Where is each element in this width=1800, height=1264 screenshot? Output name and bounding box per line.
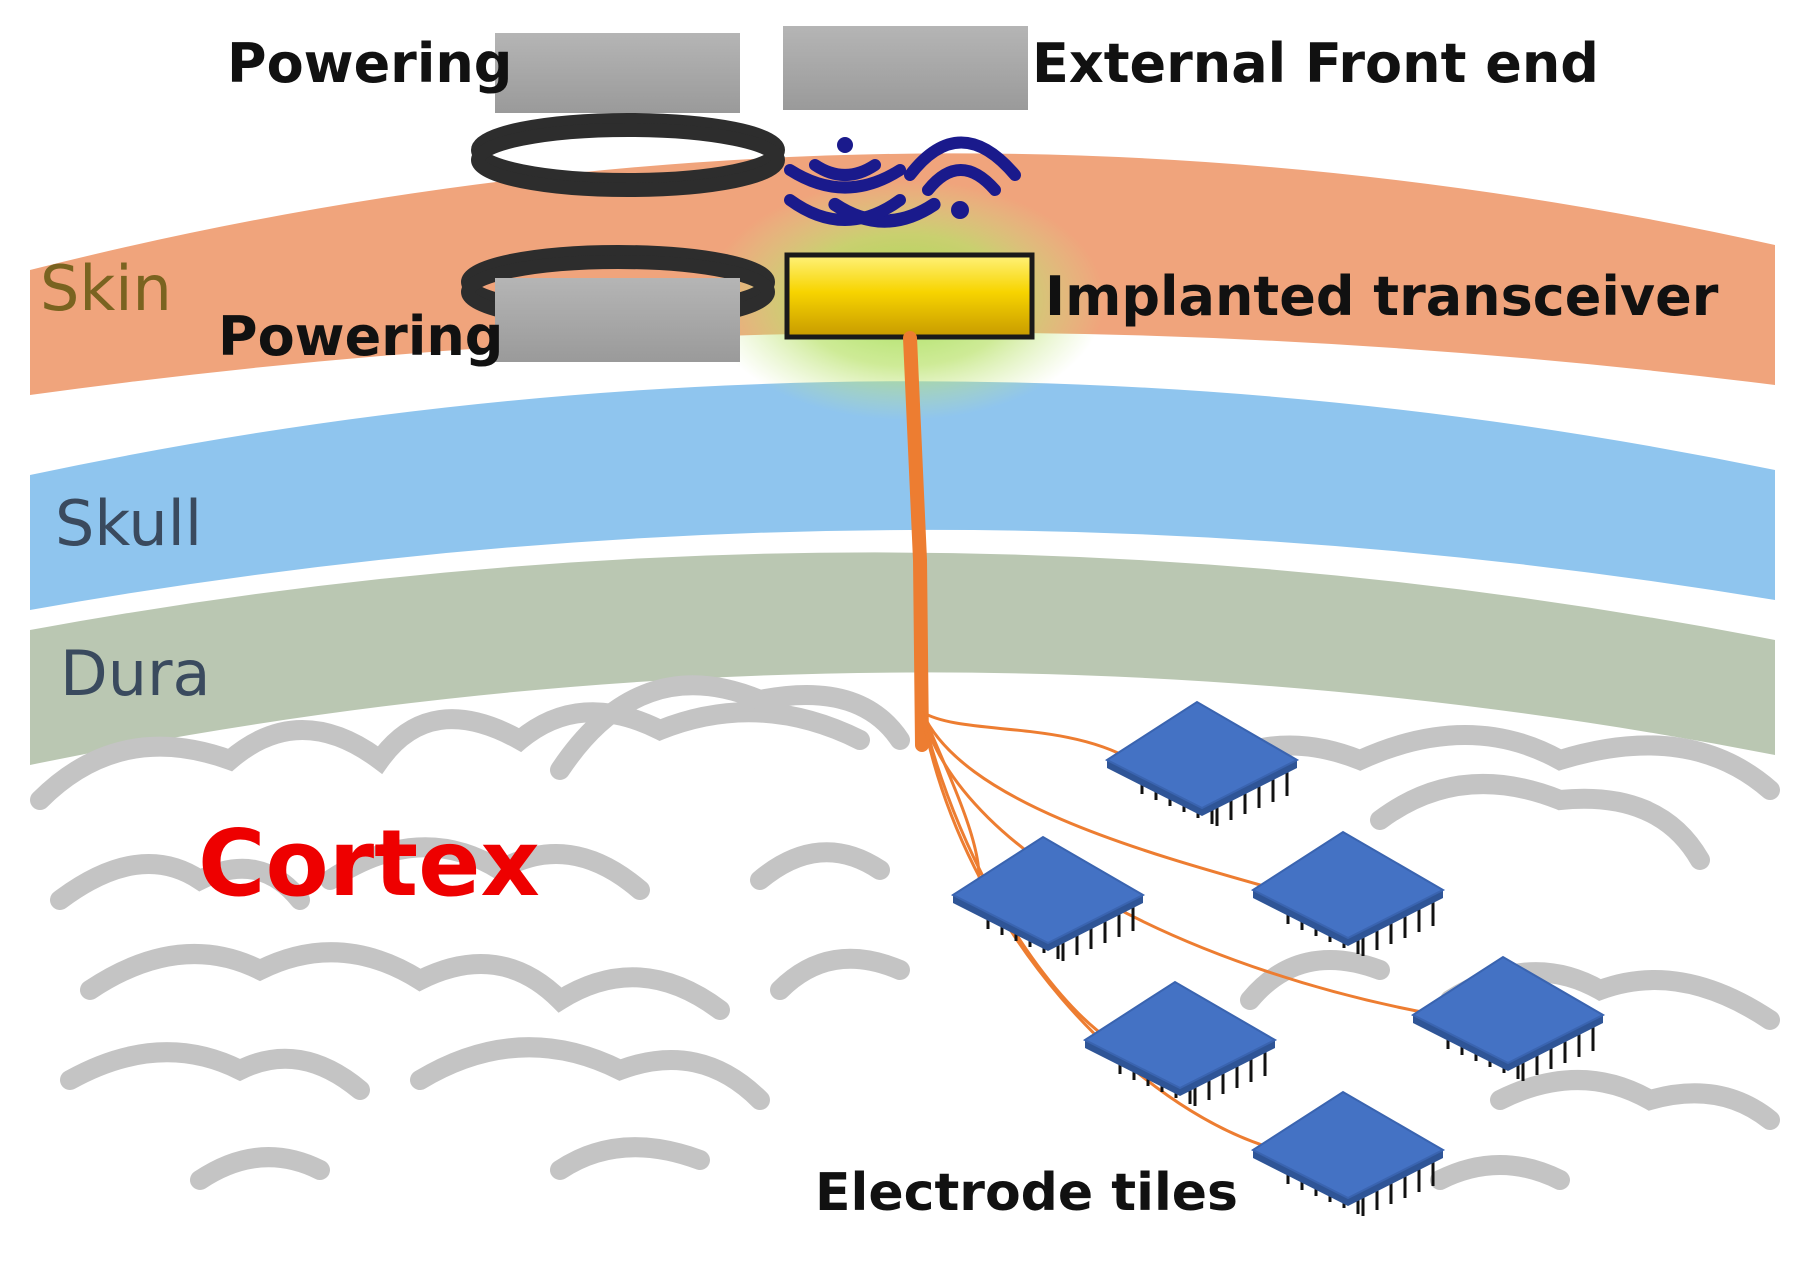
electrode-tile-icon xyxy=(1104,700,1300,826)
brain-outline xyxy=(30,675,1780,1190)
electrode-wire xyxy=(921,710,1133,762)
electrode-tile-icon xyxy=(1250,830,1446,956)
electrode-wire xyxy=(920,711,1279,1152)
skin-label: Skin xyxy=(40,252,172,325)
wifi-dot xyxy=(951,201,969,219)
external-powering-label: Powering xyxy=(227,32,512,95)
implanted-powering-box xyxy=(495,278,740,362)
dura-label: Dura xyxy=(60,637,211,710)
implanted-transceiver-label: Implanted transceiver xyxy=(1045,265,1719,328)
wifi-icon xyxy=(904,136,1021,196)
electrode-tile-icon xyxy=(1082,980,1278,1106)
electrode-tile-icon xyxy=(1410,955,1606,1081)
implanted-powering-label: Powering xyxy=(218,305,503,368)
wireless-signal-dot xyxy=(837,137,853,153)
external-front-end-label: External Front end xyxy=(1032,32,1599,95)
wireless-signal-icon xyxy=(784,159,941,228)
skull-layer xyxy=(30,381,1775,610)
electrode-tile-icon xyxy=(950,835,1146,961)
electrode-wire xyxy=(920,711,1279,892)
main-cable xyxy=(903,331,929,752)
external-front-end-box xyxy=(783,26,1028,110)
dura-layer xyxy=(30,552,1775,765)
implanted-transceiver xyxy=(784,252,1035,340)
electrode-tile-icon xyxy=(1250,1090,1446,1216)
electrode-tiles xyxy=(950,700,1606,1216)
cortex-label: Cortex xyxy=(198,810,540,917)
external-powering-box xyxy=(495,33,740,113)
electrode-tiles-label: Electrode tiles xyxy=(815,1163,1238,1223)
skull-label: Skull xyxy=(55,487,202,560)
external-coil-icon xyxy=(471,113,785,197)
